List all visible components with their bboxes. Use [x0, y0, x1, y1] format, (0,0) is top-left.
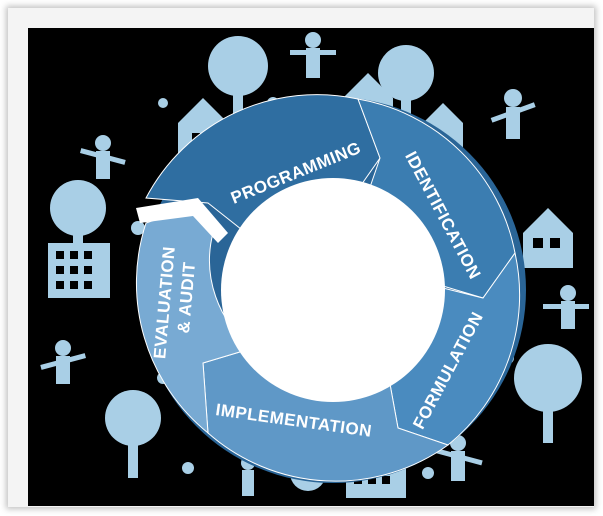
- tree-icon: [514, 344, 582, 443]
- person-icon: [80, 135, 126, 179]
- tree-icon: [208, 36, 268, 128]
- person-icon: [290, 32, 336, 78]
- cycle-center: [221, 178, 445, 402]
- house-icon: [523, 208, 573, 268]
- tree-icon: [378, 45, 434, 128]
- person-icon: [40, 340, 86, 384]
- person-icon: [490, 89, 536, 139]
- project-cycle-diagram: PROGRAMMING IDENTIFICATION FORMULATION I…: [40, 32, 589, 498]
- scenery-silhouettes: [40, 32, 589, 498]
- image-frame: PROGRAMMING IDENTIFICATION FORMULATION I…: [8, 8, 594, 507]
- person-icon: [543, 285, 589, 329]
- diagram-canvas: PROGRAMMING IDENTIFICATION FORMULATION I…: [28, 28, 594, 506]
- person-icon: [433, 435, 483, 481]
- tree-icon: [105, 390, 161, 478]
- building-icon: [48, 243, 110, 298]
- cycle-notch: [136, 198, 228, 243]
